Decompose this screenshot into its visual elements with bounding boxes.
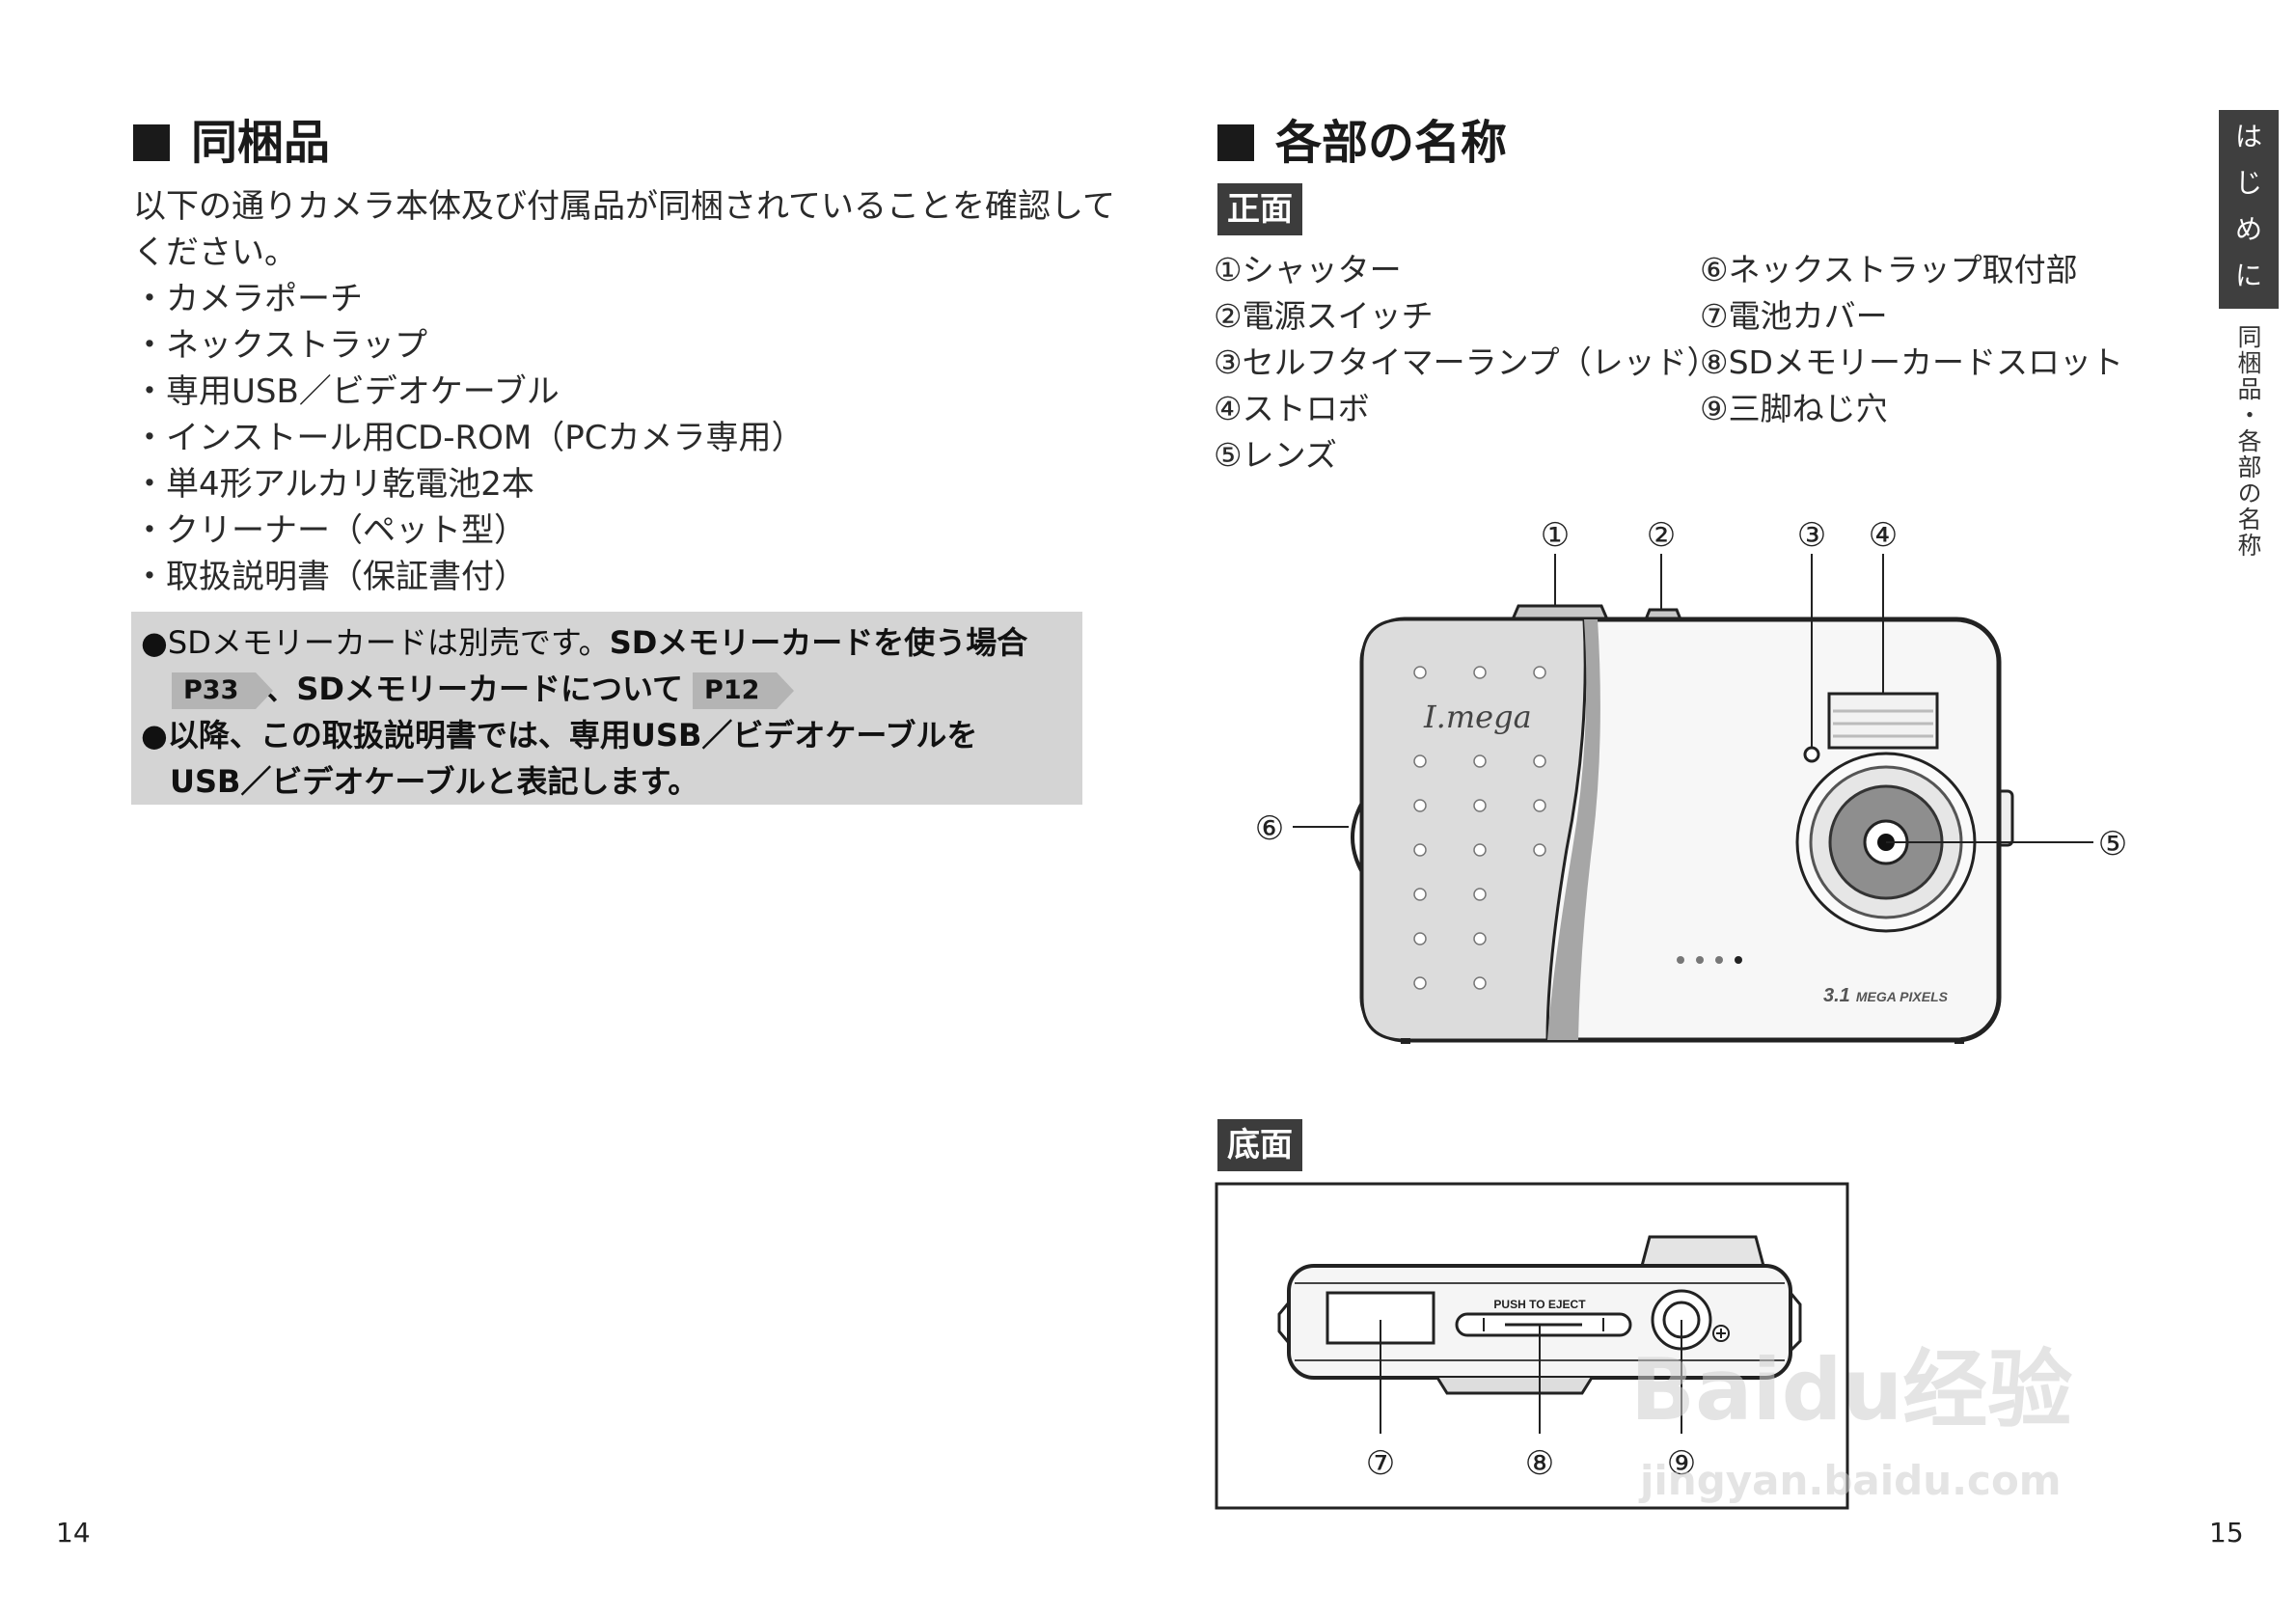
bottom-view-label: 底面: [1217, 1119, 1302, 1171]
callout-5: ⑤: [2098, 825, 2127, 863]
part-item: ①シャッター: [1214, 251, 1402, 288]
chapter-tab-char: め: [2234, 213, 2262, 245]
part-item: ②電源スイッチ: [1214, 297, 1434, 335]
part-item: ⑨三脚ねじ穴: [1700, 390, 1888, 427]
part-item: ⑦電池カバー: [1700, 297, 1888, 335]
callout-6: ⑥: [1255, 809, 1284, 848]
callout-8: ⑧: [1525, 1444, 1554, 1483]
callout-4: ④: [1869, 516, 1898, 555]
chapter-tab-char: じ: [2234, 167, 2262, 199]
page-ref-badge[interactable]: P33: [172, 672, 274, 709]
list-item: ・カメラポーチ: [133, 280, 363, 318]
page-number-right: 15: [2209, 1517, 2244, 1548]
camera-logo: I.mega: [1423, 699, 1532, 735]
callout-1: ①: [1541, 516, 1570, 555]
flash-window: [1827, 692, 1939, 750]
contents-list: ・カメラポーチ ・ネックストラップ ・専用USB／ビデオケーブル ・インストール…: [133, 276, 804, 600]
part-names-title-text: 各部の名称: [1275, 116, 1508, 170]
chapter-tab[interactable]: は じ め に: [2219, 110, 2279, 309]
square-bullet-icon: [133, 124, 170, 161]
camera-front-diagram: I.mega 3.1 MEGA PIXELS ① ② ③ ④ ⑤ ⑥: [1255, 516, 2127, 1044]
part-item: ⑥ネックストラップ取付部: [1700, 251, 2078, 288]
parts-list-col1: ①シャッター ②電源スイッチ ③セルフタイマーランプ（レッド） ④ストロボ ⑤レ…: [1214, 247, 1719, 479]
list-item: ・単4形アルカリ乾電池2本: [133, 465, 534, 504]
section-title-part-names: 各部の名称: [1217, 104, 1507, 172]
watermark-logo: Baidu经验: [1630, 1340, 2073, 1439]
page-number-left: 14: [56, 1517, 91, 1548]
parts-list-col2: ⑥ネックストラップ取付部 ⑦電池カバー ⑧SDメモリーカードスロット ⑨三脚ねじ…: [1700, 247, 2123, 432]
intro-line: 以下の通りカメラ本体及び付属品が同梱されていることを確認して: [133, 187, 1115, 226]
note-line: ●SDメモリーカードは別売です。SDメモリーカードを使う場合: [141, 624, 1028, 661]
note-line: USB／ビデオケーブルと表記します。: [170, 763, 699, 800]
contents-intro: 以下の通りカメラ本体及び付属品が同梱されていることを確認して ください。: [133, 183, 1115, 276]
bottom-callout-leaders: [1380, 1320, 1682, 1434]
list-item: ・専用USB／ビデオケーブル: [133, 372, 560, 411]
note-box: ●SDメモリーカードは別売です。SDメモリーカードを使う場合 P33、SDメモリ…: [131, 612, 1082, 805]
list-item: ・取扱説明書（保証書付）: [133, 558, 527, 596]
mic-dots: [1677, 956, 1742, 964]
megapixel-number: 3.1: [1823, 985, 1850, 1006]
chapter-tab-char: に: [2234, 260, 2262, 291]
callout-9: ⑨: [1667, 1444, 1696, 1483]
front-view-label: 正面: [1217, 183, 1302, 235]
part-item: ③セルフタイマーランプ（レッド）: [1214, 343, 1719, 381]
list-item: ・ネックストラップ: [133, 326, 427, 365]
part-item: ⑤レンズ: [1214, 436, 1337, 474]
chapter-tab-char: は: [2234, 121, 2262, 152]
page-ref-badge[interactable]: P12: [693, 672, 795, 709]
part-item: ⑧SDメモリーカードスロット: [1700, 343, 2123, 381]
callout-3: ③: [1797, 516, 1826, 555]
list-item: ・クリーナー（ペット型）: [133, 511, 527, 550]
contents-title-text: 同梱品: [191, 116, 331, 170]
callout-2: ②: [1647, 516, 1676, 555]
lens-barrel: [1640, 1235, 1765, 1268]
watermark-url: jingyan.baidu.com: [1640, 1457, 2062, 1504]
section-title-contents: 同梱品: [133, 104, 330, 172]
camera-bottom-diagram: PUSH TO EJECT ⑦ ⑧ ⑨: [1215, 1182, 1849, 1510]
chapter-subtitle: 同梱品・各部の名称: [2234, 324, 2262, 559]
eject-label: PUSH TO EJECT: [1493, 1298, 1586, 1311]
callout-7: ⑦: [1366, 1444, 1395, 1483]
note-line: ●以降、この取扱説明書では、専用USB／ビデオケーブルを: [141, 717, 978, 754]
callout-leaders: [1293, 554, 2093, 843]
strap-lug: [1351, 802, 1364, 873]
self-timer-lamp: [1803, 746, 1820, 763]
square-bullet-icon: [1217, 124, 1254, 161]
grip-dots: [1413, 666, 1546, 990]
megapixel-label: MEGA PIXELS: [1856, 989, 1949, 1004]
part-item: ④ストロボ: [1214, 390, 1370, 427]
list-item: ・インストール用CD-ROM（PCカメラ専用）: [133, 419, 805, 457]
intro-line: ください。: [133, 233, 297, 272]
